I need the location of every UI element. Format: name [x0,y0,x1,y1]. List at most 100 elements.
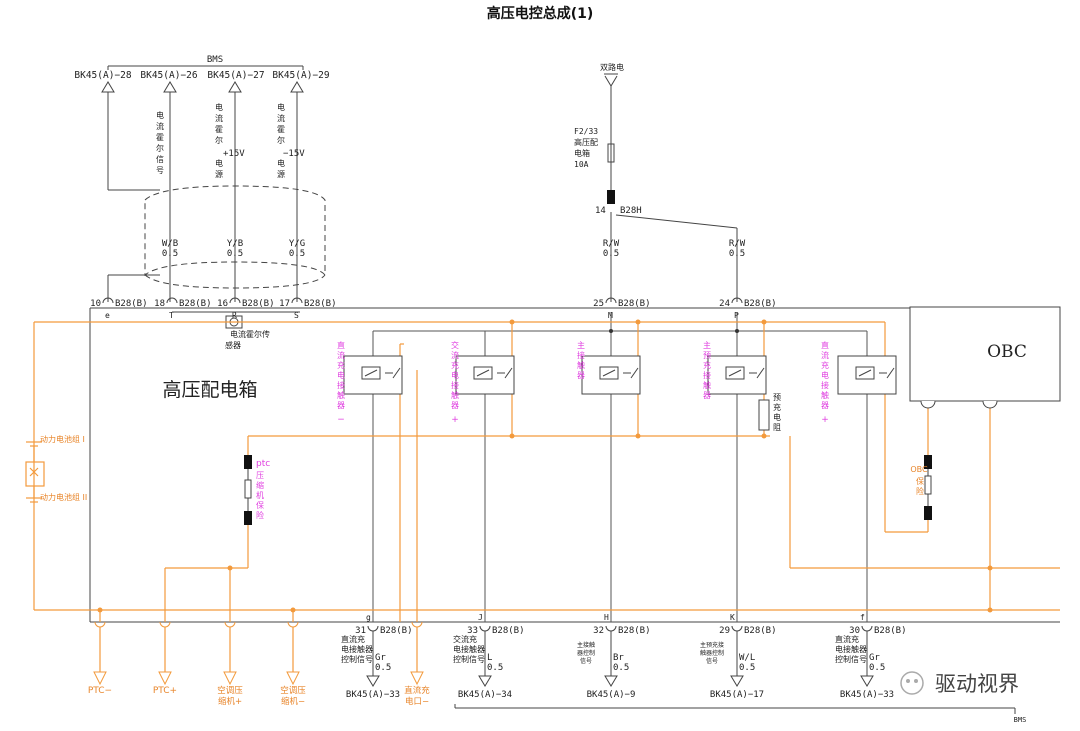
bms-bottom-bracket [454,704,1016,714]
bottom-signal-label: 直流充 [835,634,859,644]
bottom-target-pin: BK45(A)−17 [710,690,764,700]
bottom-connector-num: 31 [355,626,366,636]
bottom-wire-gauge: 0.5 [487,663,503,673]
contactor-relay [455,355,515,395]
svg-text:信: 信 [156,154,164,164]
bottom-output-label: PTC− [88,686,112,696]
svg-text:交: 交 [451,340,459,350]
contactor-relay [707,355,767,395]
bottom-output-label: PTC+ [153,686,177,696]
ptc-fuse [244,455,252,525]
dual-power-group [604,73,738,302]
bottom-connector-num: 30 [849,626,860,636]
battery-pack [25,441,45,503]
wire-yb-color: Y/B [227,239,243,249]
bottom-signal-label: 主接触 [577,641,595,649]
obc-label: OBC [987,342,1027,362]
watermark: 驱动视界 [900,671,1019,696]
box-name: 高压配电箱 [162,379,257,401]
bms-pin-26: BK45(A)−26 [140,70,197,81]
splice-conn: B28H [620,206,642,216]
bottom-connector-conn: B28(B) [380,626,413,636]
bottom-signal-label: 器控制 [577,649,595,657]
bottom-signal-label: 电接触器 [453,644,485,654]
junction-dots [97,319,993,613]
bottom-wire-color: W/L [739,653,755,663]
svg-text:缩: 缩 [256,480,264,490]
bottom-signal-label: 触器控制 [700,649,724,657]
svg-text:电: 电 [215,158,223,168]
bottom-wire-gauge: 0.5 [375,663,391,673]
bottom-wire-gauge: 0.5 [613,663,629,673]
fuse-label-4: 10A [574,160,589,169]
bottom-output-label: 空调压 [280,685,306,696]
obc-fuse-prefix: OBC [910,465,928,474]
bms-pin-29: BK45(A)−29 [272,70,329,81]
bottom-connector-num: 33 [467,626,478,636]
svg-text:充: 充 [821,360,829,370]
hall-pos-label-a: 电流霍尔 [215,102,223,145]
battery-1-label: 动力电池组 I [40,434,85,444]
svg-text:电: 电 [337,370,345,380]
svg-text:流: 流 [156,121,164,131]
contactors [343,355,897,395]
top-connector-num: 16 [217,299,228,309]
svg-text:电: 电 [277,158,285,168]
hall-pos-label-c: 电源 [215,158,223,179]
bottom-signal-label: 电接触器 [835,644,867,654]
svg-text:霍: 霍 [215,125,223,134]
svg-text:充: 充 [337,360,345,370]
svg-text:压: 压 [256,471,264,480]
svg-text:流: 流 [821,350,829,360]
splice-block [607,190,615,204]
top-connector-letter: e [105,311,110,320]
bottom-signal-label: 主预充接 [700,641,724,649]
bms-top-group [101,65,326,302]
svg-text:电: 电 [215,102,223,112]
svg-text:器: 器 [577,371,585,380]
hall-sensor-label-1: 电流霍尔传 [230,329,270,339]
wire-wb-color: W/B [162,239,178,249]
svg-text:接: 接 [577,350,585,360]
contactor-relay [581,355,641,395]
wire-rw2-color: R/W [729,239,746,249]
diagram-title: 高压电控总成(1) [487,5,594,22]
wire-rw2-gauge: 0.5 [729,249,745,259]
bottom-wire-gauge: 0.5 [739,663,755,673]
svg-text:触: 触 [821,390,829,400]
wire-yg-color: Y/G [289,239,305,249]
bottom-signal-label: 电接触器 [341,644,373,654]
bottom-connector-conn: B28(B) [744,626,777,636]
top-connector-letter: T [169,311,174,320]
bus-dots [609,329,739,333]
bottom-wire-gauge: 0.5 [869,663,885,673]
svg-text:流: 流 [277,113,285,123]
svg-text:流: 流 [337,350,345,360]
bottom-signal-label: 控制信号 [453,654,485,664]
bottom-output-label: 直流充 [404,685,430,696]
splice-num: 14 [595,206,606,216]
svg-text:险: 险 [916,486,924,496]
svg-text:源: 源 [277,170,285,179]
distribution-box-frame [89,307,1060,623]
fuse-label-3: 电箱 [574,148,590,158]
bottom-signal-label: 控制信号 [835,654,867,664]
svg-text:器: 器 [821,401,829,410]
